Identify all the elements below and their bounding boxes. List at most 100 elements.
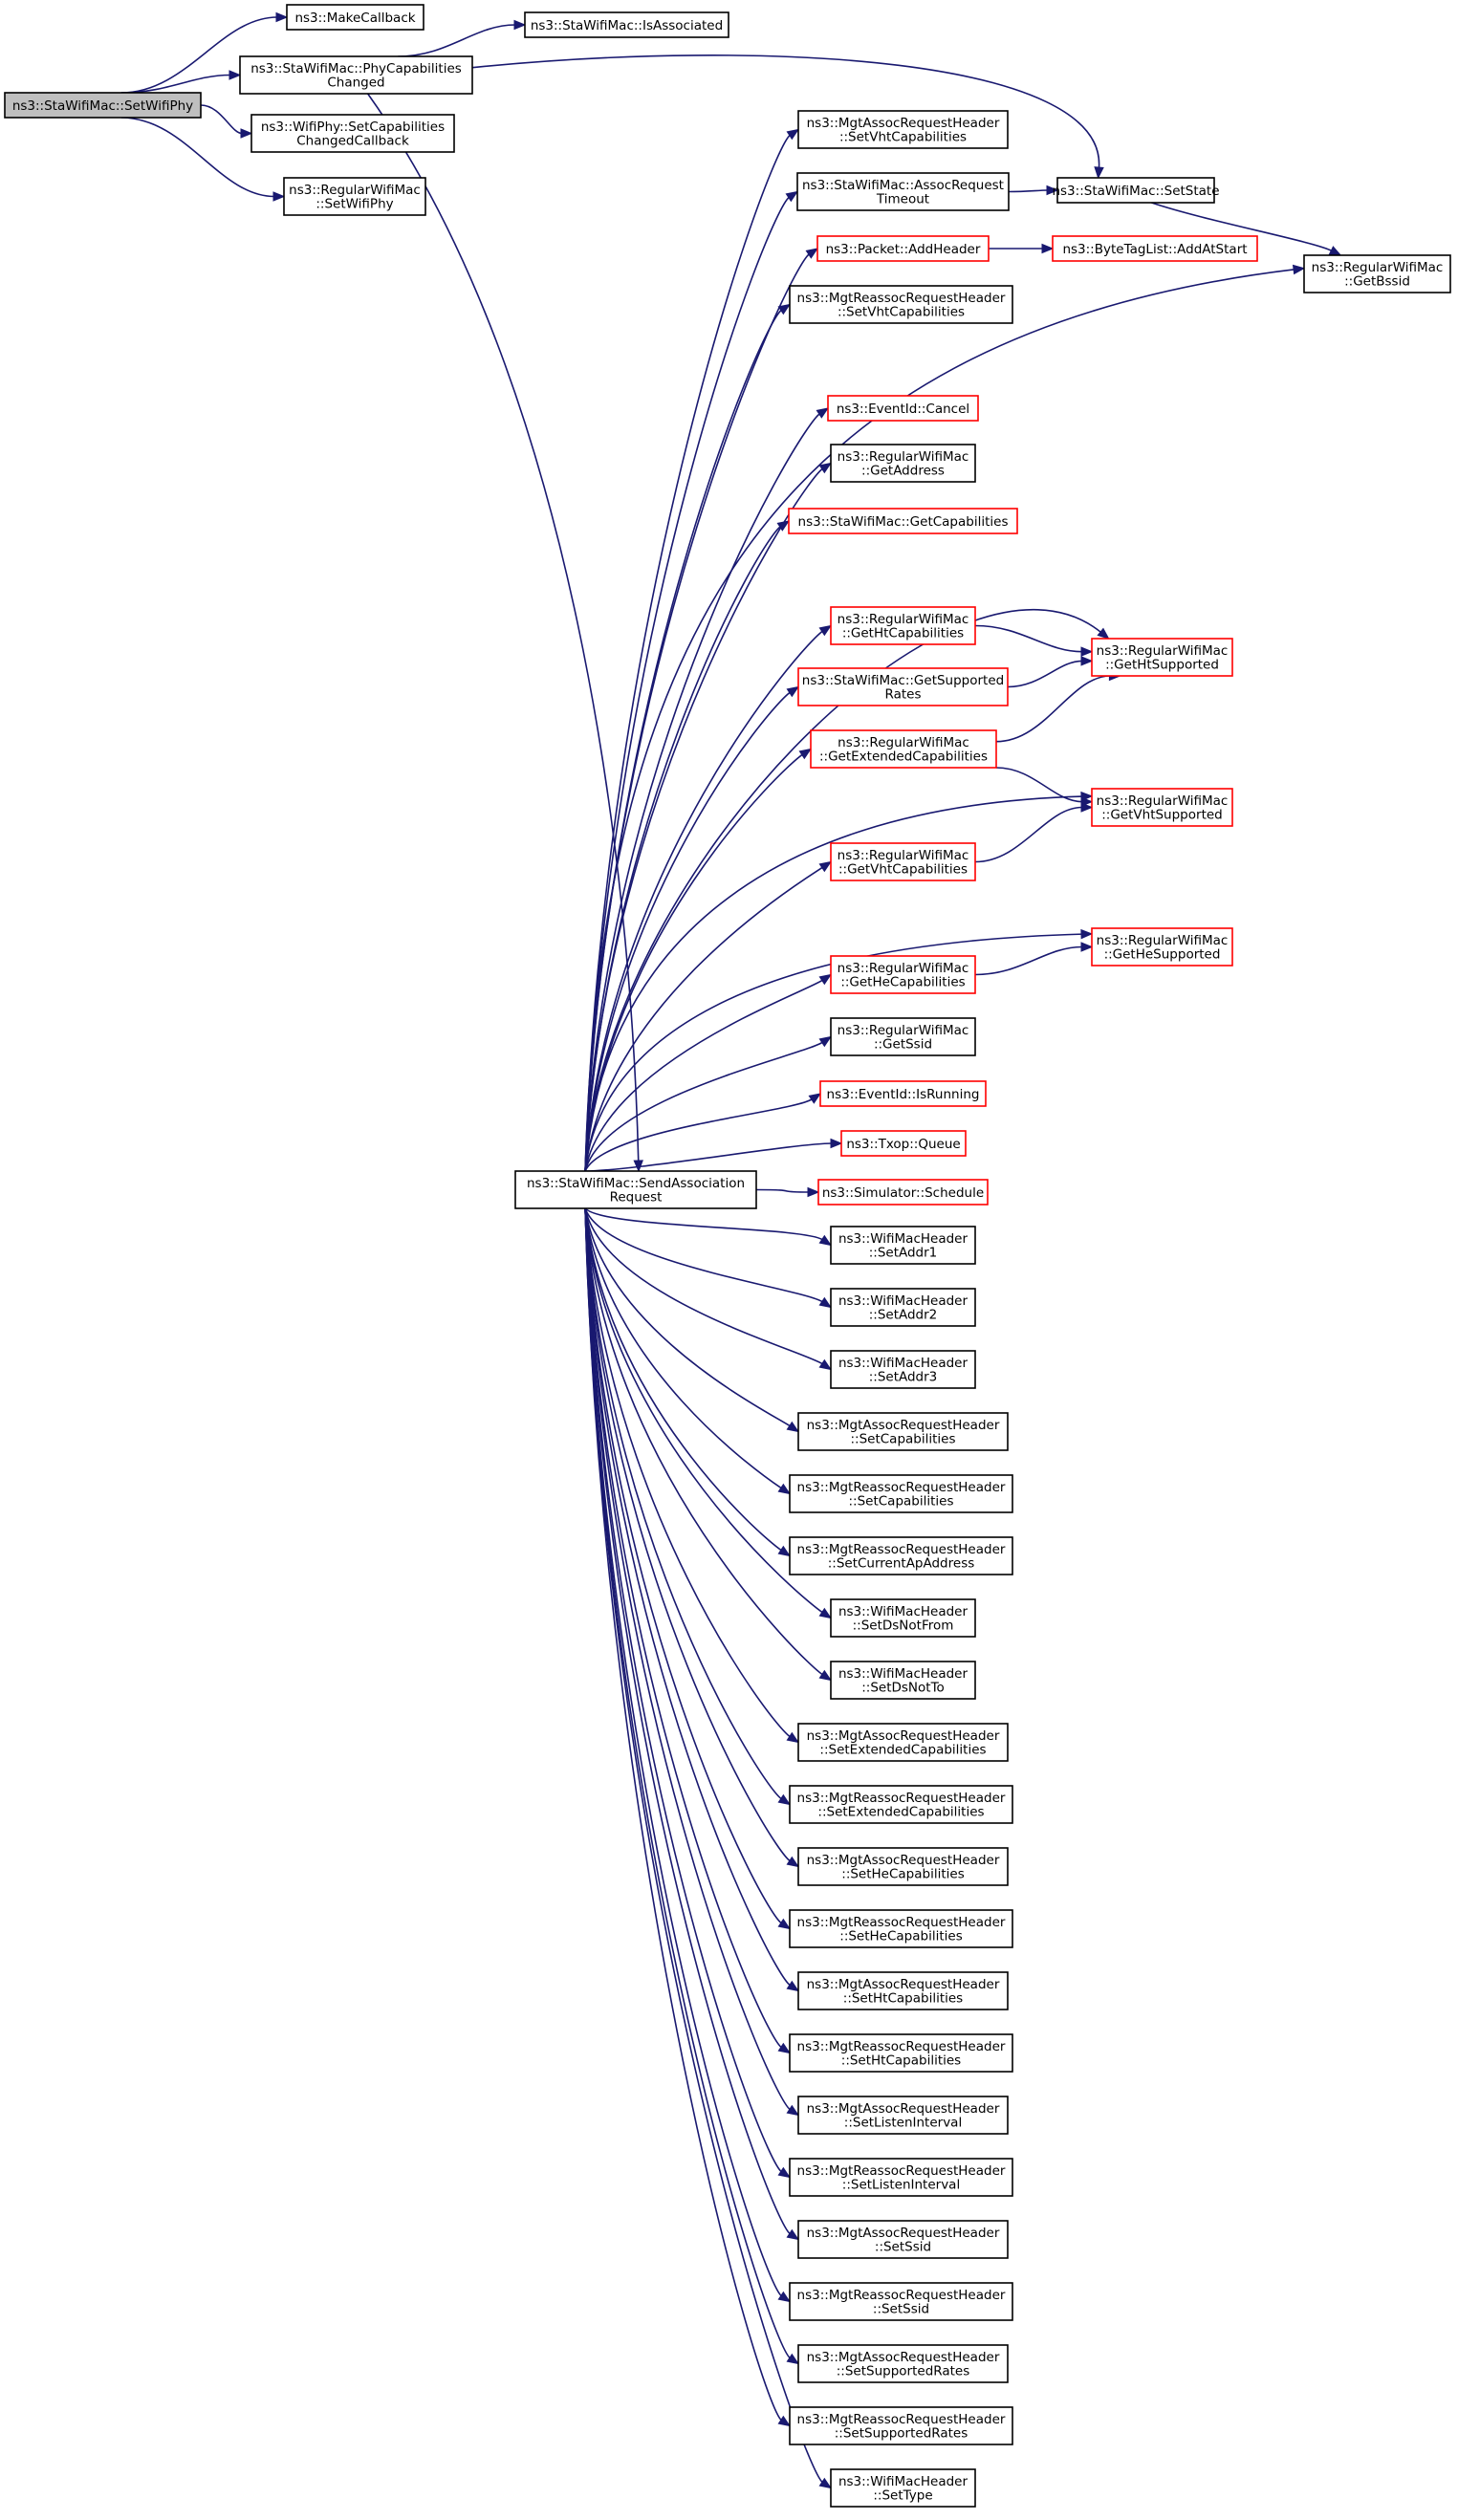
edge-arrowhead	[776, 520, 791, 532]
edge-arrowhead	[1094, 166, 1104, 180]
node-label: ::SetSsid	[875, 2240, 931, 2255]
node-cancel[interactable]: ns3::EventId::Cancel	[827, 395, 979, 422]
edge-arrowhead	[228, 70, 242, 80]
node-isassoc[interactable]: ns3::StaWifiMac::IsAssociated	[524, 11, 729, 38]
node-makecb[interactable]: ns3::MakeCallback	[286, 4, 424, 31]
edge-getvhtcap-to-getvhtsup	[974, 802, 1094, 863]
edge-line	[974, 945, 1083, 976]
node-root[interactable]: ns3::StaWifiMac::SetWifiPhy	[4, 92, 202, 119]
node-box	[830, 955, 976, 994]
node-label: ns3::WifiPhy::SetCapabilities	[261, 119, 445, 135]
edge-gethtcap-to-gethtsup	[974, 624, 1094, 657]
edge-sendassoc-to-mrs-vht	[584, 303, 792, 1172]
node-setstate[interactable]: ns3::StaWifiMac::SetState	[1052, 177, 1220, 204]
edge-sendassoc-to-gethecap	[584, 973, 833, 1172]
node-mrs-listen[interactable]: ns3::MgtReassocRequestHeader::SetListenI…	[789, 2158, 1013, 2197]
node-mas-listen[interactable]: ns3::MgtAssocRequestHeader::SetListenInt…	[797, 2096, 1009, 2135]
node-getvhtsup[interactable]: ns3::RegularWifiMac::GetVhtSupported	[1091, 788, 1233, 827]
node-mas-ht[interactable]: ns3::MgtAssocRequestHeader::SetHtCapabil…	[797, 1971, 1009, 2010]
node-box	[830, 1226, 976, 1265]
edge-line	[584, 1207, 824, 1241]
node-label: ns3::WifiMacHeader	[838, 1604, 968, 1619]
node-getbssid[interactable]: ns3::RegularWifiMac::GetBssid	[1303, 254, 1451, 293]
node-getextcap[interactable]: ns3::RegularWifiMac::GetExtendedCapabili…	[810, 729, 997, 769]
node-label: ns3::WifiMacHeader	[838, 1293, 968, 1309]
node-mrs-rates[interactable]: ns3::MgtReassocRequestHeader::SetSupport…	[789, 2406, 1013, 2445]
node-mas-ssid[interactable]: ns3::MgtAssocRequestHeader::SetSsid	[797, 2220, 1009, 2259]
edge-line	[584, 795, 1083, 1172]
edge-line	[584, 1207, 824, 1365]
node-setcapcb[interactable]: ns3::WifiPhy::SetCapabilitiesChangedCall…	[250, 114, 455, 153]
node-settype[interactable]: ns3::WifiMacHeader::SetType	[830, 2468, 976, 2508]
node-isrunning[interactable]: ns3::EventId::IsRunning	[819, 1080, 987, 1107]
node-label: ::SetSupportedRates	[837, 2364, 970, 2379]
node-label: ns3::StaWifiMac::IsAssociated	[531, 18, 723, 33]
edge-arrowhead	[818, 1234, 833, 1247]
node-gethecap[interactable]: ns3::RegularWifiMac::GetHeCapabilities	[830, 955, 976, 994]
node-mas-rates[interactable]: ns3::MgtAssocRequestHeader::SetSupported…	[797, 2344, 1009, 2383]
node-label: ns3::StaWifiMac::SendAssociation	[527, 1176, 745, 1191]
edge-arrowhead	[808, 1093, 822, 1104]
node-addr3[interactable]: ns3::WifiMacHeader::SetAddr3	[830, 1350, 976, 1389]
edge-line	[585, 1142, 833, 1172]
node-label: ns3::MgtReassocRequestHeader	[797, 1480, 1006, 1495]
edge-arrowhead	[513, 19, 527, 31]
edge-sendassoc-to-gethtsup	[584, 609, 1110, 1172]
node-mrs-he[interactable]: ns3::MgtReassocRequestHeader::SetHeCapab…	[789, 1909, 1013, 1948]
edge-line	[584, 1207, 824, 1303]
node-addheader[interactable]: ns3::Packet::AddHeader	[816, 235, 990, 262]
node-mas-ext[interactable]: ns3::MgtAssocRequestHeader::SetExtendedC…	[797, 1723, 1009, 1762]
node-dsnotto[interactable]: ns3::WifiMacHeader::SetDsNotTo	[830, 1661, 976, 1700]
node-mas-vht[interactable]: ns3::MgtAssocRequestHeader::SetVhtCapabi…	[797, 110, 1009, 149]
edge-line	[584, 1207, 824, 1614]
edge-arrowhead	[777, 1483, 792, 1495]
node-label: ::GetVhtSupported	[1101, 808, 1222, 823]
node-box	[1091, 788, 1233, 827]
node-mrs-curap[interactable]: ns3::MgtReassocRequestHeader::SetCurrent…	[789, 1536, 1013, 1575]
edge-line	[584, 933, 1083, 1172]
node-box	[840, 1130, 967, 1157]
edge-sendassoc-to-mas-listen	[584, 1207, 800, 2117]
edge-sendassoc-to-mrs-ssid	[584, 1207, 792, 2303]
node-mrs-cap[interactable]: ns3::MgtReassocRequestHeader::SetCapabil…	[789, 1474, 1013, 1513]
node-regsetphy[interactable]: ns3::RegularWifiMac::SetWifiPhy	[283, 177, 426, 216]
node-dsnotfrom[interactable]: ns3::WifiMacHeader::SetDsNotFrom	[830, 1598, 976, 1638]
node-gethtcap[interactable]: ns3::RegularWifiMac::GetHtCapabilities	[830, 606, 976, 645]
node-gethtsup[interactable]: ns3::RegularWifiMac::GetHtSupported	[1091, 638, 1233, 677]
node-mas-cap[interactable]: ns3::MgtAssocRequestHeader::SetCapabilit…	[797, 1412, 1009, 1451]
node-getssid[interactable]: ns3::RegularWifiMac::GetSsid	[830, 1017, 976, 1056]
edge-line	[1008, 189, 1049, 193]
node-label: ns3::MgtAssocRequestHeader	[807, 116, 1000, 131]
node-label: ns3::RegularWifiMac	[1312, 260, 1444, 275]
node-mrs-ssid[interactable]: ns3::MgtReassocRequestHeader::SetSsid	[789, 2282, 1013, 2321]
edge-arrowhead	[818, 860, 833, 873]
node-queue[interactable]: ns3::Txop::Queue	[840, 1130, 967, 1157]
node-getcap[interactable]: ns3::StaWifiMac::GetCapabilities	[788, 508, 1018, 534]
node-addr2[interactable]: ns3::WifiMacHeader::SetAddr2	[830, 1288, 976, 1327]
edge-arrowhead	[805, 248, 819, 259]
node-box	[830, 444, 976, 483]
edge-line	[471, 54, 1100, 169]
node-getvhtcap[interactable]: ns3::RegularWifiMac::GetVhtCapabilities	[830, 842, 976, 881]
node-mas-he[interactable]: ns3::MgtAssocRequestHeader::SetHeCapabil…	[797, 1847, 1009, 1886]
edge-line	[584, 1207, 792, 1987]
node-addr1[interactable]: ns3::WifiMacHeader::SetAddr1	[830, 1226, 976, 1265]
node-label: ::SetSupportedRates	[835, 2426, 968, 2442]
node-gethesup[interactable]: ns3::RegularWifiMac::GetHeSupported	[1091, 927, 1233, 967]
node-label: ns3::MgtAssocRequestHeader	[807, 2101, 1000, 2117]
node-schedule[interactable]: ns3::Simulator::Schedule	[817, 1179, 989, 1206]
node-label: ns3::MgtReassocRequestHeader	[797, 2412, 1006, 2427]
node-label: ns3::MgtAssocRequestHeader	[807, 2350, 1000, 2365]
node-label: ns3::MgtAssocRequestHeader	[807, 1977, 1000, 1992]
node-mrs-ht[interactable]: ns3::MgtReassocRequestHeader::SetHtCapab…	[789, 2033, 1013, 2073]
edge-line	[584, 609, 1102, 1172]
edge-arrowhead	[818, 973, 833, 986]
node-addatstart[interactable]: ns3::ByteTagList::AddAtStart	[1052, 235, 1258, 262]
node-getaddress[interactable]: ns3::RegularWifiMac::GetAddress	[830, 444, 976, 483]
node-mrs-vht[interactable]: ns3::MgtReassocRequestHeader::SetVhtCapa…	[789, 285, 1013, 324]
node-mrs-ext[interactable]: ns3::MgtReassocRequestHeader::SetExtende…	[789, 1785, 1013, 1824]
